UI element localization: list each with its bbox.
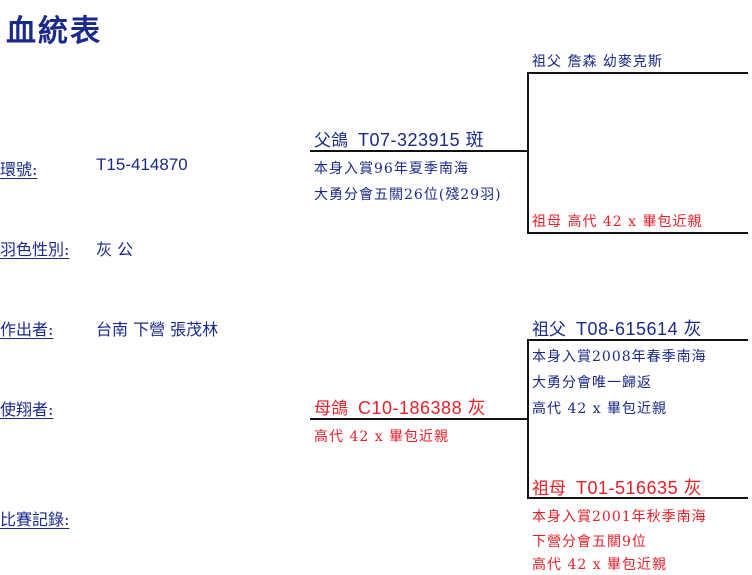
dam-grandmother-heading: 祖母 T01-516635 灰 [532, 474, 702, 500]
dam-heading: 母鴿 C10-186388 灰 [314, 394, 486, 420]
sire-ring: T07-323915 斑 [358, 130, 485, 150]
sire-label: 父鴿 [314, 131, 348, 151]
race-record-label: 比賽記錄: [0, 510, 70, 529]
color-sex-label: 羽色性別: [0, 240, 70, 259]
sire-grandmother-text: 祖母 高代 42 x 畢包近親 [532, 214, 703, 230]
dam-grandfather-label: 祖父 [532, 320, 566, 340]
sire-grandfather-text: 祖父 詹森 幼麥克斯 [532, 54, 663, 70]
flyer-label: 使翔者: [0, 400, 54, 419]
dam-grandmother-note: 本身入賞2001年秋季南海 [532, 509, 707, 525]
ring-number-label: 環號: [0, 160, 38, 179]
breeder-label: 作出者: [0, 320, 54, 339]
dam-underline [310, 418, 528, 420]
sire-grandmother-line [527, 232, 748, 234]
sire-heading: 父鴿 T07-323915 斑 [314, 126, 484, 152]
color-sex-value: 灰 公 [96, 240, 134, 259]
sire-parents-bracket [527, 72, 529, 234]
dam-grandmother-line [527, 497, 748, 499]
dam-grandmother-ring: T01-516635 灰 [576, 478, 703, 498]
dam-grandfather-note: 高代 42 x 畢包近親 [532, 401, 668, 417]
sire-underline [310, 150, 528, 152]
ring-number-value: T15-414870 [96, 155, 188, 174]
dam-label: 母鴿 [314, 399, 348, 419]
sire-note: 大勇分會五關26位(殘29羽) [314, 187, 502, 203]
sire-grandfather-line [527, 72, 748, 74]
dam-grandfather-note: 本身入賞2008年春季南海 [532, 349, 707, 365]
dam-grandfather-ring: T08-615614 灰 [576, 319, 703, 339]
dam-note: 高代 42 x 畢包近親 [314, 429, 450, 445]
dam-grandmother-note: 下營分會五關9位 [532, 534, 647, 550]
sire-note: 本身入賞96年夏季南海 [314, 161, 469, 177]
dam-grandmother-note: 高代 42 x 畢包近親 [532, 557, 668, 573]
dam-grandfather-heading: 祖父 T08-615614 灰 [532, 315, 702, 341]
dam-ring: C10-186388 灰 [358, 398, 487, 418]
dam-grandmother-label: 祖母 [532, 479, 566, 499]
page-title: 血統表 [6, 14, 102, 49]
dam-grandfather-note: 大勇分會唯一歸返 [532, 375, 652, 391]
breeder-value: 台南 下營 張茂林 [96, 320, 219, 339]
dam-parents-bracket [527, 339, 529, 499]
dam-grandfather-line [527, 339, 748, 341]
